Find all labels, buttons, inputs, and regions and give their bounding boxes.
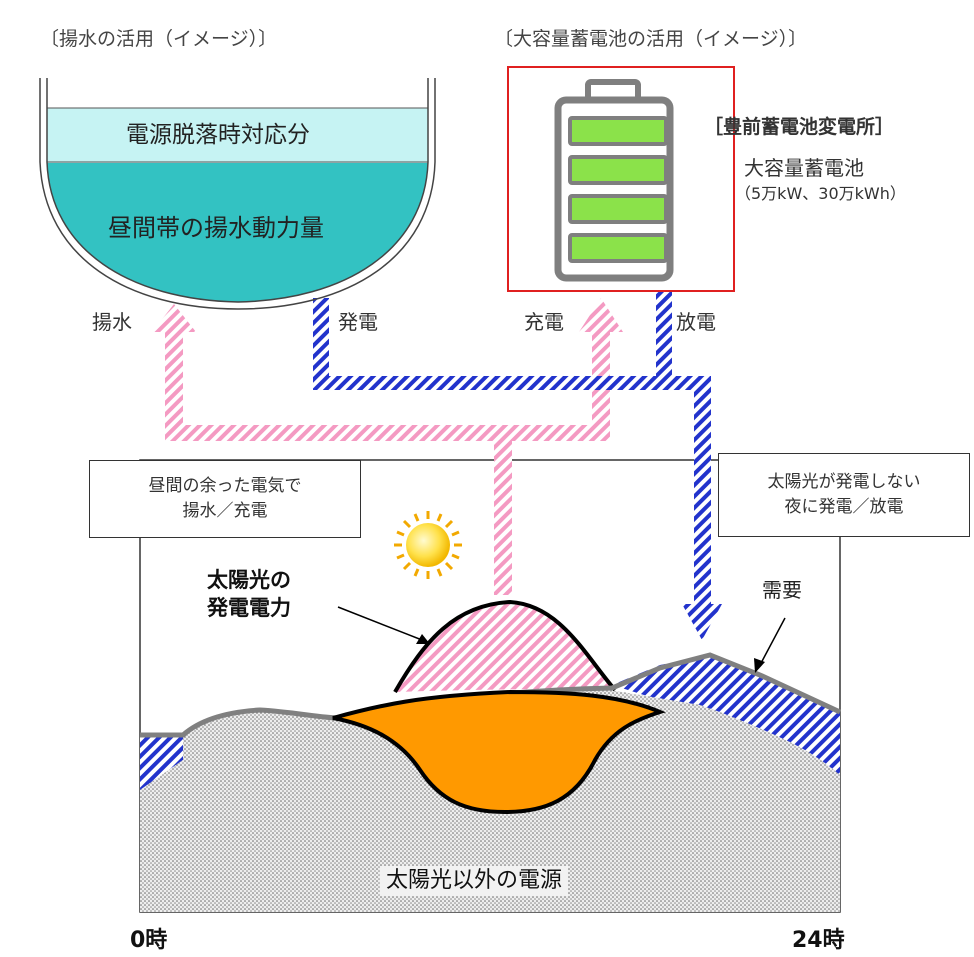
reservoir-upper-label: 電源脱落時対応分 <box>126 122 310 148</box>
pump-label: 揚水 <box>92 310 132 334</box>
daytime-callout: 昼間の余った電気で 揚水／充電 <box>89 460 361 538</box>
sun-icon <box>394 511 462 579</box>
night-callout-text: 太陽光が発電しない 夜に発電／放電 <box>767 472 921 517</box>
pumped-storage-title: 〔揚水の活用（イメージ）〕 <box>40 28 278 50</box>
battery-name: 大容量蓄電池 <box>744 156 864 180</box>
battery-spec: （5万kW、30万kWh） <box>735 184 906 203</box>
night-discharge-right <box>612 655 840 775</box>
solar-power-outline <box>393 599 617 693</box>
reservoir-lower-water <box>47 162 428 302</box>
x-axis-end-label: 24時 <box>792 928 845 953</box>
charge-label: 充電 <box>524 310 564 334</box>
night-discharge-left <box>140 735 183 790</box>
battery-title: 〔大容量蓄電池の活用（イメージ）〕 <box>494 28 808 50</box>
generate-label: 発電 <box>338 310 378 334</box>
battery-highlight-box <box>507 66 735 292</box>
solar-consumption-area <box>332 689 666 815</box>
reservoir-lower-label: 昼間帯の揚水動力量 <box>108 214 324 242</box>
charge-flow-arrows <box>152 298 623 595</box>
discharge-flow-arrows <box>313 292 722 640</box>
reservoir-upper-water <box>47 108 428 163</box>
other-sources-label: 太陽光以外の電源 <box>380 866 569 897</box>
discharge-label: 放電 <box>676 310 716 334</box>
night-callout: 太陽光が発電しない 夜に発電／放電 <box>718 453 970 537</box>
demand-label: 需要 <box>762 578 802 602</box>
x-axis-start-label: 0時 <box>130 928 168 953</box>
solar-power-label: 太陽光の 発電電力 <box>207 568 291 621</box>
reservoir-basin <box>39 78 436 310</box>
battery-icon <box>554 79 674 282</box>
substation-label: ［豊前蓄電池変電所］ <box>704 116 895 138</box>
daytime-callout-text: 昼間の余った電気で 揚水／充電 <box>148 476 302 521</box>
